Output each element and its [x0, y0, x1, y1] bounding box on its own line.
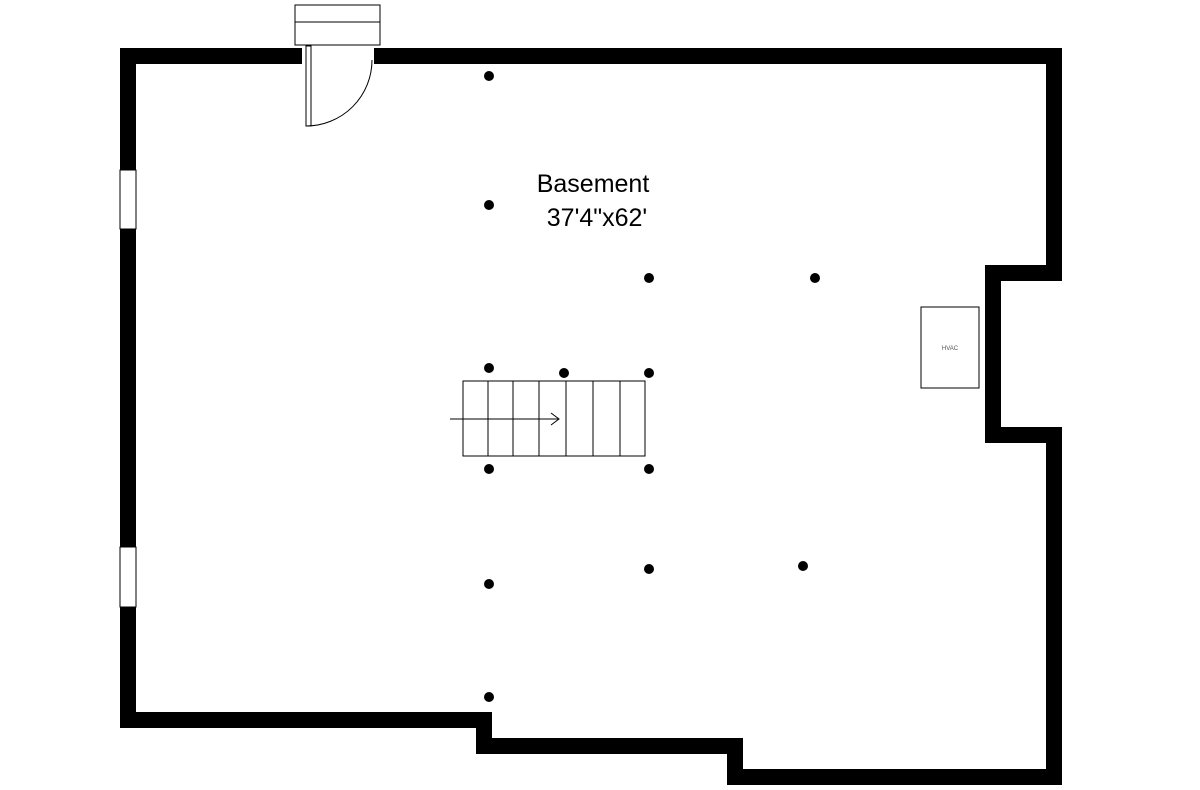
room-dimensions: 37'4"x62' [547, 204, 647, 232]
support-post-icon [644, 273, 654, 283]
support-post-icon [484, 71, 494, 81]
support-posts [484, 71, 820, 702]
door-swing-icon [294, 4, 381, 127]
support-post-icon [644, 564, 654, 574]
window-icon [119, 546, 137, 608]
window-icon [119, 169, 137, 230]
support-post-icon [644, 368, 654, 378]
door-leaf [305, 45, 312, 127]
support-post-icon [810, 273, 820, 283]
support-post-icon [484, 692, 494, 702]
support-post-icon [484, 464, 494, 474]
support-post-icon [484, 363, 494, 373]
door-swing-arc [305, 59, 373, 127]
support-post-icon [798, 561, 808, 571]
support-post-icon [559, 368, 569, 378]
door-landing [294, 4, 381, 46]
exterior-wall [120, 48, 1062, 785]
support-post-icon [644, 464, 654, 474]
support-post-icon [484, 200, 494, 210]
hvac-unit: HVAC [920, 306, 980, 389]
support-post-icon [484, 579, 494, 589]
hvac-label: HVAC [942, 346, 959, 352]
stairs-icon [450, 380, 646, 457]
room-name: Basement [537, 170, 650, 198]
